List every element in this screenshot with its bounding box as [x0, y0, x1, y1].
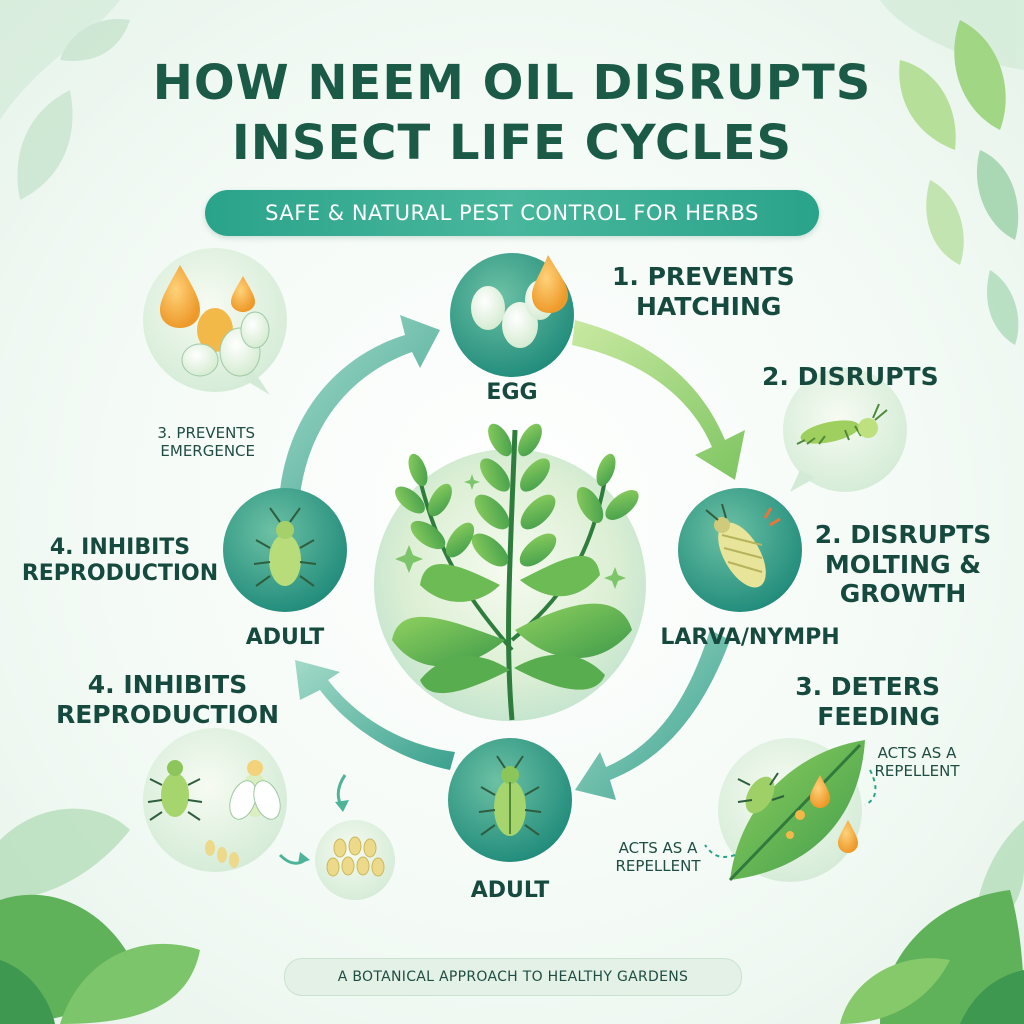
footer-badge: A BOTANICAL APPROACH TO HEALTHY GARDENS — [284, 958, 742, 996]
effect-inhibits-lower-line2: REPRODUCTION — [55, 699, 280, 729]
corner-leaves-top-right-icon — [880, 0, 1024, 345]
larva-icon — [705, 503, 781, 588]
effect-deters-line1: 3. DETERS — [795, 672, 940, 701]
corner-leaves-bottom-right-icon — [840, 820, 1024, 1024]
effect-prevents-emergence-line1: 3. PREVENTS — [157, 424, 255, 442]
cracked-eggs-icon — [181, 308, 270, 377]
effect-inhibits-upper-line2: REPRODUCTION — [21, 560, 219, 586]
aphid-icon-left — [253, 507, 317, 587]
repellent-connector-top — [864, 769, 877, 806]
effect-disrupts-line2: MOLTING & — [824, 549, 982, 579]
aphid-pair-icon — [147, 760, 281, 868]
effect-deters-line2: FEEDING — [817, 701, 940, 731]
effect-inhibits-lower-line1: 4. INHIBITS — [87, 670, 248, 699]
subtitle-badge: SAFE & NATURAL PEST CONTROL FOR HERBS — [205, 190, 819, 236]
effect-acts-repellent-bottom-line2: REPELLENT — [615, 856, 701, 875]
stage-label-adult-bottom: ADULT — [470, 878, 550, 903]
beetle-icon — [478, 755, 542, 836]
egg-cluster-circle — [315, 820, 395, 900]
effect-acts-repellent-top: ACTS AS A REPELLENT — [862, 744, 972, 780]
oil-drop-small-icon — [231, 276, 255, 312]
stage-label-larva: LARVA/NYMPH — [660, 625, 840, 650]
effect-deters-feeding: 3. DETERS FEEDING — [760, 672, 940, 731]
stage-label-adult-left: ADULT — [245, 625, 325, 650]
effect-inhibits-upper-line1: 4. INHIBITS — [49, 535, 191, 560]
oil-drop-egg-icon — [532, 255, 568, 313]
effect-prevents-hatching: 1. PREVENTS HATCHING — [612, 262, 832, 321]
stage-label-egg: EGG — [486, 380, 538, 405]
herb-plant-icon — [392, 423, 639, 721]
larva-feeding-icon — [796, 403, 888, 445]
leaf-with-insect-icon — [728, 740, 865, 882]
effect-disrupts-short: 2. DISRUPTS — [762, 362, 939, 391]
subtitle-text: SAFE & NATURAL PEST CONTROL FOR HERBS — [265, 201, 759, 225]
oil-drop-large-icon — [160, 265, 200, 328]
effect-prevents-emergence-line2: EMERGENCE — [160, 441, 255, 460]
effect-acts-repellent-top-line1: ACTS AS A — [877, 744, 957, 762]
egg-cluster-icon — [326, 836, 385, 877]
effect-prevents-hatching-line2: HATCHING — [636, 291, 782, 321]
effect-disrupts-molting: 2. DISRUPTS MOLTING & GROWTH — [808, 520, 998, 609]
effect-acts-repellent-bottom-line1: ACTS AS A — [618, 839, 698, 857]
corner-leaves-top-left-icon — [0, 0, 130, 200]
title-line-2: INSECT LIFE CYCLES — [231, 115, 793, 171]
effect-disrupts-line3: GROWTH — [839, 579, 967, 608]
sparkle-icons — [395, 474, 626, 589]
footer-text: A BOTANICAL APPROACH TO HEALTHY GARDENS — [337, 969, 689, 985]
effect-acts-repellent-top-line2: REPELLENT — [874, 761, 960, 780]
effect-disrupts-line1: 2. DISRUPTS — [814, 520, 992, 549]
arrow-larva-to-adult — [575, 630, 730, 800]
effect-inhibits-reproduction-upper: 4. INHIBITS REPRODUCTION — [20, 535, 220, 587]
effect-prevents-hatching-line1: 1. PREVENTS — [612, 262, 795, 291]
effect-acts-repellent-bottom: ACTS AS A REPELLENT — [598, 839, 718, 875]
corner-leaves-bottom-left-icon — [0, 808, 200, 1024]
arrow-adult-to-egg — [280, 315, 440, 495]
repellent-connector-bottom — [704, 844, 736, 858]
effect-prevents-emergence: 3. PREVENTS EMERGENCE — [120, 424, 255, 460]
effect-inhibits-reproduction-lower: 4. INHIBITS REPRODUCTION — [55, 670, 280, 729]
title-line-1: HOW NEEM OIL DISRUPTS — [152, 55, 872, 111]
arrow-adult-to-adult — [295, 660, 455, 770]
arrow-egg-to-larva — [572, 320, 745, 480]
